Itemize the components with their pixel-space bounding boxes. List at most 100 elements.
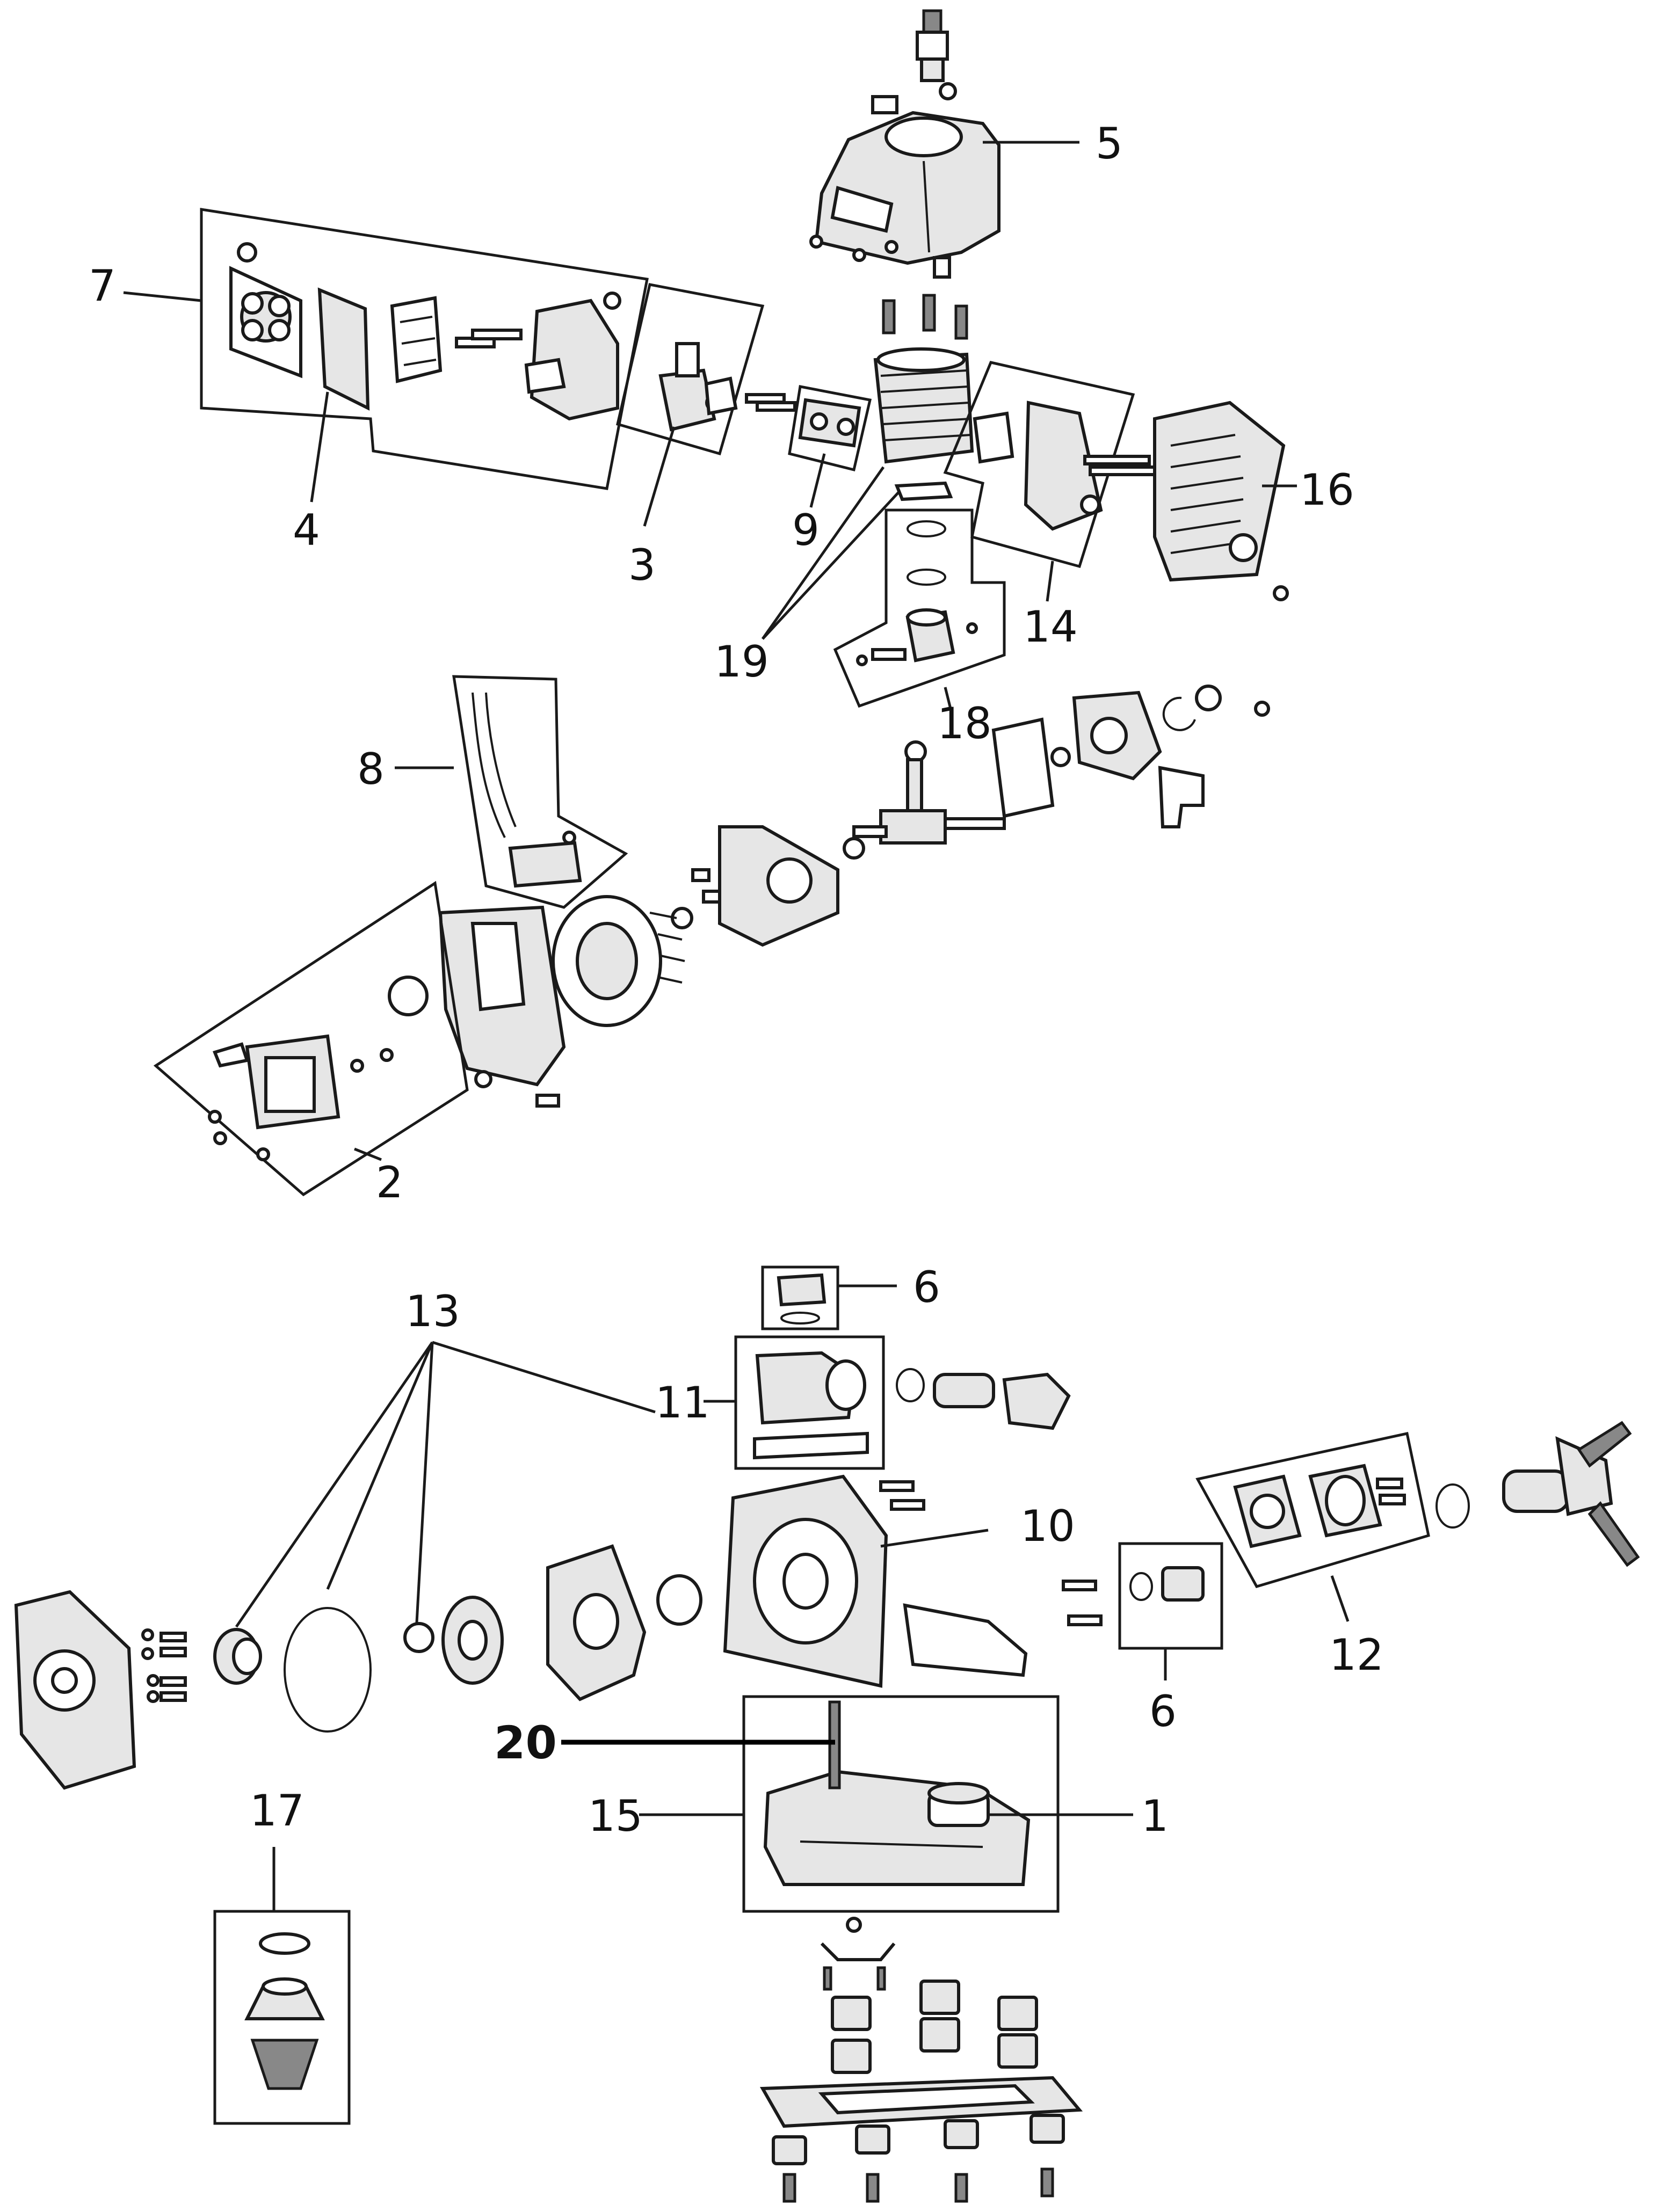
filter-cover <box>229 242 302 379</box>
recoil-starter-part-2 <box>208 976 429 1161</box>
group-box-8 <box>452 675 628 909</box>
drain-plug-part-6 <box>777 1273 827 1325</box>
label-11: 11 <box>655 1378 710 1428</box>
bolt <box>1067 1614 1103 1626</box>
label-14: 14 <box>1023 602 1078 652</box>
small-clip <box>871 95 898 114</box>
outlet-hose-barb <box>933 1373 995 1408</box>
circlip <box>1162 696 1196 731</box>
screw <box>939 82 957 100</box>
cover-screws <box>141 1628 187 1703</box>
o-ring-13 <box>284 1607 372 1733</box>
bracket <box>1158 766 1205 828</box>
label-6a: 6 <box>913 1262 940 1312</box>
bolt <box>890 1499 925 1511</box>
label-13: 13 <box>405 1286 460 1336</box>
label-15: 15 <box>588 1791 643 1841</box>
inlet-hose-barb <box>1502 1469 1570 1513</box>
pump-housing-part-10 <box>723 1474 888 1688</box>
gasket <box>704 376 738 416</box>
mounting-bracket <box>903 1603 1028 1677</box>
label-1: 1 <box>1141 1791 1169 1841</box>
muffler-guard-part-16 <box>1153 401 1286 582</box>
label-5: 5 <box>1096 119 1123 169</box>
label-16: 16 <box>1300 465 1354 515</box>
frame-mounts <box>820 1917 1038 2074</box>
seal-ring <box>232 1638 262 1675</box>
crankcase-left <box>718 825 839 947</box>
foam-filter-part-4 <box>317 287 370 411</box>
bolt <box>1089 465 1156 476</box>
label-12: 12 <box>1329 1630 1384 1680</box>
outlet-nut <box>1002 1372 1071 1430</box>
crankshaft <box>852 740 1006 845</box>
screw <box>809 235 823 249</box>
group-box-12 <box>1195 1432 1430 1588</box>
strainer-part-17 <box>244 1932 325 2090</box>
label-17: 17 <box>250 1786 305 1836</box>
inlet-wing-nut <box>1555 1421 1640 1567</box>
label-6b: 6 <box>1149 1686 1177 1736</box>
ignition-coil-part-8 <box>472 692 582 888</box>
washer <box>1050 747 1071 767</box>
wear-ring-13 <box>656 1574 702 1626</box>
label-9: 9 <box>792 505 820 555</box>
group-box-7 <box>200 208 649 490</box>
group-box-11 <box>734 1335 885 1470</box>
screw <box>535 1094 560 1108</box>
bolt <box>745 393 786 404</box>
label-19: 19 <box>714 637 769 687</box>
label-18: 18 <box>937 698 992 748</box>
label-8: 8 <box>357 744 385 794</box>
screw <box>885 240 898 254</box>
crankcase-gasket <box>991 717 1055 818</box>
label-7: 7 <box>89 261 116 311</box>
insulator-part-9 <box>798 398 861 448</box>
inlet-flange-part-12 <box>1233 1464 1406 1548</box>
bolt <box>1062 1580 1097 1591</box>
base-frame <box>759 2076 1083 2128</box>
inlet-o-ring <box>1436 1483 1470 1529</box>
screw <box>1273 585 1289 601</box>
spacer <box>933 256 951 279</box>
outlet-o-ring <box>896 1368 925 1402</box>
label-4: 4 <box>293 505 320 555</box>
muffler-part-14 <box>973 401 1103 531</box>
bearing <box>1195 685 1222 711</box>
fan-housing <box>438 905 566 1087</box>
top-cover-part-5 <box>814 111 1001 265</box>
screw <box>702 890 721 904</box>
group-box-3 <box>616 283 765 456</box>
label-10: 10 <box>1020 1501 1075 1551</box>
pump-rear-cover <box>14 1590 136 1790</box>
fuel-cap-part-1 <box>927 1782 990 1827</box>
group-box-2 <box>153 881 469 1197</box>
piston-kit-part-18 <box>856 520 978 666</box>
air-box-base <box>524 292 621 421</box>
label-20: 20 <box>494 1716 557 1769</box>
volute <box>546 1544 647 1701</box>
bolt <box>922 294 936 332</box>
small-seal-13 <box>403 1622 434 1653</box>
screw <box>691 868 711 882</box>
screw <box>852 248 866 262</box>
bolt <box>879 1480 915 1492</box>
flywheel <box>552 895 685 1027</box>
bolt <box>1083 455 1151 465</box>
outlet-fitting-part-11 <box>753 1351 869 1460</box>
bolts <box>455 329 523 348</box>
group-box-17 <box>213 1910 351 2125</box>
group-box-6-upper <box>761 1265 839 1330</box>
group-box-18 <box>833 508 1006 708</box>
bolt <box>954 304 968 340</box>
bolt <box>882 299 896 334</box>
washer <box>843 837 865 860</box>
bolt <box>756 401 796 412</box>
spark-plug <box>916 9 949 82</box>
filter-grid <box>390 296 443 383</box>
cylinder <box>873 347 974 464</box>
screw <box>1254 701 1270 717</box>
impeller <box>441 1596 504 1685</box>
label-2: 2 <box>376 1158 403 1207</box>
